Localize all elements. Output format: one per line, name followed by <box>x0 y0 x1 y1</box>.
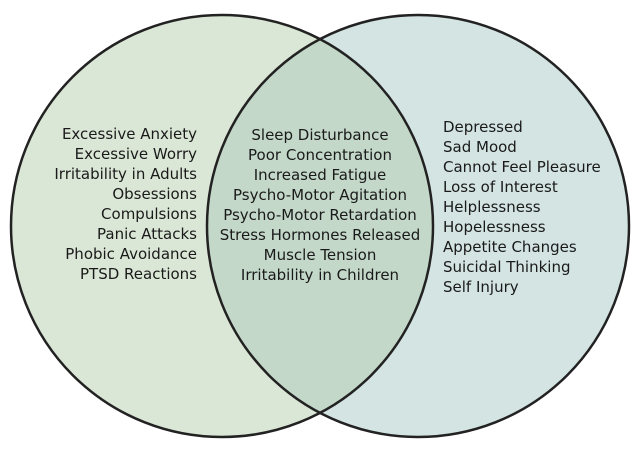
list-item: Increased Fatigue <box>253 166 387 184</box>
left-circle-outline <box>9 13 435 439</box>
list-item: Appetite Changes <box>443 238 577 256</box>
list-item: Muscle Tension <box>263 246 377 264</box>
list-item: Self Injury <box>443 278 519 296</box>
list-item: Loss of Interest <box>443 178 558 196</box>
list-item: Stress Hormones Released <box>219 226 421 244</box>
list-item: Irritability in Adults <box>54 165 197 183</box>
list-item: Cannot Feel Pleasure <box>443 158 601 176</box>
list-item: Depressed <box>443 118 523 136</box>
list-item: Sleep Disturbance <box>251 126 389 144</box>
list-item: Excessive Worry <box>74 145 197 163</box>
list-item: Phobic Avoidance <box>65 245 197 263</box>
right-circle-list: Depressed Sad Mood Cannot Feel Pleasure … <box>443 117 601 297</box>
list-item: PTSD Reactions <box>79 265 197 283</box>
list-item: Helplessness <box>443 198 541 216</box>
list-item: Sad Mood <box>443 138 517 156</box>
right-circle-outline <box>205 13 631 439</box>
list-item: Hopelessness <box>443 218 546 236</box>
list-item: Excessive Anxiety <box>61 125 197 143</box>
list-item: Psycho-Motor Agitation <box>233 186 407 204</box>
list-item: Irritability in Children <box>240 266 400 284</box>
list-item: Suicidal Thinking <box>443 258 571 276</box>
list-item: Psycho-Motor Retardation <box>223 206 417 224</box>
overlap-region <box>207 15 433 437</box>
overlap-list: Sleep Disturbance Poor Concentration Inc… <box>220 125 420 285</box>
list-item: Compulsions <box>101 205 197 223</box>
left-circle-list: Excessive Anxiety Excessive Worry Irrita… <box>54 124 197 284</box>
list-item: Obsessions <box>112 185 197 203</box>
list-item: Panic Attacks <box>97 225 197 243</box>
list-item: Poor Concentration <box>248 146 392 164</box>
